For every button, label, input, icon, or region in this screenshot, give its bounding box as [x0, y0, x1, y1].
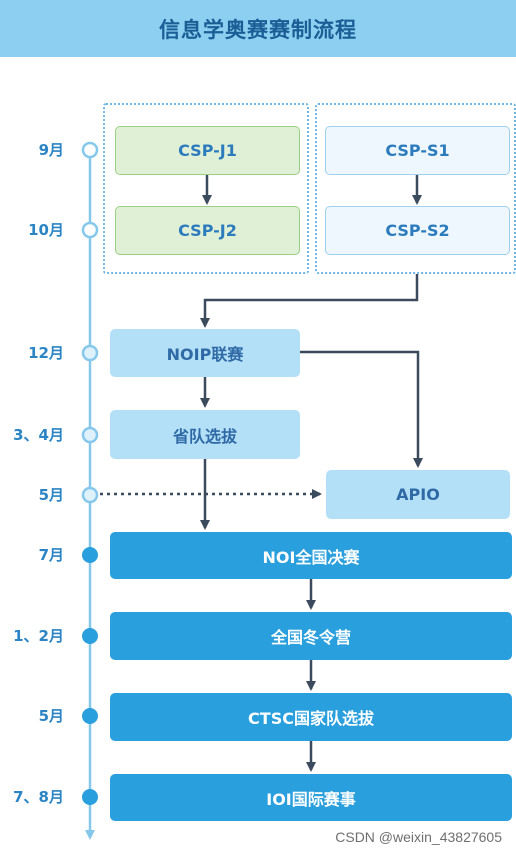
month-label: 1、2月 — [13, 627, 64, 645]
csp-j2-box: CSP-J2 — [115, 206, 300, 255]
month-label: 10月 — [28, 221, 64, 239]
watermark-text: CSDN @weixin_43827605 — [335, 829, 502, 845]
timeline-node-hollow — [81, 221, 99, 239]
winter-camp-box: 全国冬令营 — [110, 612, 512, 660]
month-label: 12月 — [28, 344, 64, 362]
arrow-noip-apio — [300, 350, 423, 468]
provincial-selection-box: 省队选拔 — [110, 410, 300, 459]
month-label: 5月 — [38, 707, 64, 725]
timeline-node-filled — [82, 708, 98, 724]
timeline-node-hollow — [81, 141, 99, 159]
apio-box: APIO — [326, 470, 510, 519]
month-label: 7月 — [38, 546, 64, 564]
month-label: 3、4月 — [13, 426, 64, 444]
timeline-node-filled — [82, 628, 98, 644]
timeline-node-filled — [82, 547, 98, 563]
ctsc-box: CTSC国家队选拔 — [110, 693, 512, 741]
ioi-box: IOI国际赛事 — [110, 774, 512, 821]
csp-s2-box: CSP-S2 — [325, 206, 510, 255]
header-banner: 信息学奥赛赛制流程 — [0, 0, 516, 57]
timeline-node-hollow — [81, 426, 99, 444]
noi-final-box: NOI全国决赛 — [110, 532, 512, 579]
arrow-s2-noip — [200, 274, 419, 328]
month-label: 5月 — [38, 486, 64, 504]
csp-j-group — [103, 103, 309, 274]
timeline-node-hollow — [81, 486, 99, 504]
month-label: 9月 — [38, 141, 64, 159]
month-label: 7、8月 — [13, 788, 64, 806]
csp-j1-box: CSP-J1 — [115, 126, 300, 175]
timeline-node-filled — [82, 789, 98, 805]
csp-s-group — [315, 103, 516, 274]
noip-box: NOIP联赛 — [110, 329, 300, 377]
csp-s1-box: CSP-S1 — [325, 126, 510, 175]
page-title: 信息学奥赛赛制流程 — [159, 17, 357, 42]
timeline-node-hollow — [81, 344, 99, 362]
timeline-end-arrow — [85, 830, 95, 840]
